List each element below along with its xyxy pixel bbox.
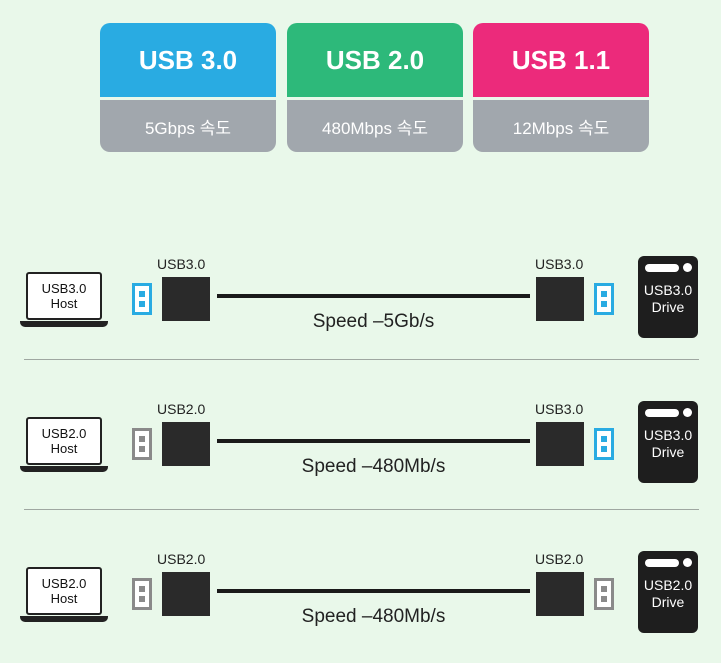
laptop-base <box>20 321 108 327</box>
host-label-line2: Host <box>50 591 78 606</box>
usb3-plug-tip-icon <box>594 283 614 315</box>
speed-label: Speed –480Mb/s <box>301 606 446 627</box>
host-label-line2: Host <box>50 296 78 311</box>
drive-icon: USB3.0 Drive <box>638 256 698 338</box>
badge-title: USB 2.0 <box>287 23 463 97</box>
usb2-plug-tip-icon <box>132 428 152 460</box>
badge-usb3: USB 3.0 5Gbps 속도 <box>100 23 276 152</box>
left-plug-icon <box>162 422 210 466</box>
badge-title: USB 3.0 <box>100 23 276 97</box>
host-laptop-icon: USB2.0 Host <box>26 417 102 465</box>
badge-usb11: USB 1.1 12Mbps 속도 <box>473 23 649 152</box>
usb3-plug-tip-icon <box>132 283 152 315</box>
drive-label-line2: Drive <box>651 299 685 315</box>
host-label-line1: USB2.0 <box>41 576 87 591</box>
drive-label-line2: Drive <box>651 444 685 460</box>
drive-icon: USB2.0 Drive <box>638 551 698 633</box>
right-plug-icon <box>536 572 584 616</box>
connection-row-1: USB3.0 Host USB3.0 Speed –5Gb/s USB3.0 U… <box>0 256 721 366</box>
right-plug-icon <box>536 277 584 321</box>
connection-row-3: USB2.0 Host USB2.0 Speed –480Mb/s USB2.0… <box>0 551 721 661</box>
drive-label-line1: USB3.0 <box>643 282 693 298</box>
row-divider <box>24 359 699 360</box>
left-plug-icon <box>162 277 210 321</box>
left-plug-label: USB2.0 <box>157 551 206 567</box>
badge-speed: 12Mbps 속도 <box>473 100 649 152</box>
left-plug-label: USB3.0 <box>157 256 206 272</box>
drive-label-line1: USB3.0 <box>643 427 693 443</box>
usb3-plug-tip-icon <box>594 428 614 460</box>
laptop-base <box>20 466 108 472</box>
row-divider <box>24 509 699 510</box>
host-laptop-icon: USB3.0 Host <box>26 272 102 320</box>
badge-speed: 5Gbps 속도 <box>100 100 276 152</box>
host-label-line1: USB3.0 <box>41 281 87 296</box>
left-plug-label: USB2.0 <box>157 401 206 417</box>
laptop-base <box>20 616 108 622</box>
cable-line <box>217 294 530 298</box>
right-plug-label: USB3.0 <box>535 256 584 272</box>
speed-label: Speed –5Gb/s <box>312 311 435 332</box>
cable-line <box>217 439 530 443</box>
usb2-plug-tip-icon <box>594 578 614 610</box>
badge-speed: 480Mbps 속도 <box>287 100 463 152</box>
usb2-plug-tip-icon <box>132 578 152 610</box>
connection-row-2: USB2.0 Host USB2.0 Speed –480Mb/s USB3.0… <box>0 401 721 511</box>
badge-usb2: USB 2.0 480Mbps 속도 <box>287 23 463 152</box>
host-label-line1: USB2.0 <box>41 426 87 441</box>
host-label-line2: Host <box>50 441 78 456</box>
left-plug-icon <box>162 572 210 616</box>
speed-label: Speed –480Mb/s <box>301 456 446 477</box>
right-plug-label: USB2.0 <box>535 551 584 567</box>
badge-title: USB 1.1 <box>473 23 649 97</box>
drive-label-line2: Drive <box>651 594 685 610</box>
drive-icon: USB3.0 Drive <box>638 401 698 483</box>
cable-line <box>217 589 530 593</box>
drive-label-line1: USB2.0 <box>643 577 693 593</box>
right-plug-icon <box>536 422 584 466</box>
right-plug-label: USB3.0 <box>535 401 584 417</box>
host-laptop-icon: USB2.0 Host <box>26 567 102 615</box>
